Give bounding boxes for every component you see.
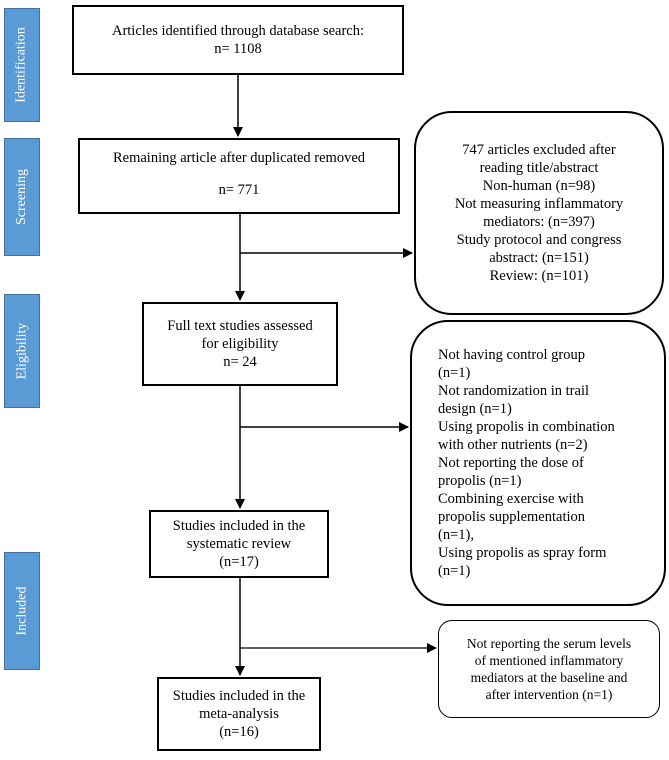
meta-exclusion-line-4: after intervention (n=1): [485, 687, 613, 702]
eligibility-exclusion-line-8: propolis (n=1): [438, 473, 522, 489]
eligibility-exclusion-line-7: Not reporting the dose of: [438, 455, 584, 471]
screening-exclusion-line-3: Non-human (n=98): [482, 178, 596, 194]
eligibility-exclusion-line-6: with other nutrients (n=2): [438, 437, 588, 453]
eligibility-exclusion-line-2: (n=1): [438, 365, 471, 381]
screening-exclusion-line-2: reading title/abstract: [479, 160, 599, 176]
fulltext-line-2: for eligibility: [201, 336, 279, 352]
remaining-box: Remaining article after duplicated remov…: [78, 138, 400, 214]
screening-exclusion-line-5: mediators: (n=397): [483, 214, 595, 230]
eligibility-exclusion-line-10: propolis supplementation: [438, 509, 585, 525]
phase-identification: Identification: [4, 8, 40, 122]
meta-exclusion-line-2: of mentioned inflammatory: [474, 653, 624, 668]
eligibility-exclusion-line-5: Using propolis in combination: [438, 419, 615, 435]
identified-count: n= 1108: [214, 41, 262, 57]
identified-line: Articles identified through database sea…: [111, 23, 365, 39]
meta-exclusion-line-3: mediators at the baseline and: [470, 670, 628, 685]
screening-exclusion-line-1: 747 articles excluded after: [462, 142, 616, 158]
meta-exclusion-line-1: Not reporting the serum levels: [466, 636, 632, 651]
eligibility-exclusion-line-9: Combining exercise with: [438, 491, 584, 507]
screening-exclusion-line-6: Study protocol and congress: [456, 232, 622, 248]
identified-box: Articles identified through database sea…: [72, 5, 404, 75]
screening-exclusion-line-7: abstract: (n=151): [489, 250, 589, 266]
eligibility-exclusion-line-13: (n=1): [438, 563, 471, 579]
eligibility-exclusion-line-3: Not randomization in trail: [438, 383, 590, 399]
eligibility-exclusion-box: Not having control group (n=1) Not rando…: [410, 320, 666, 606]
systematic-count: (n=17): [219, 554, 259, 570]
remaining-count: n= 771: [218, 182, 260, 198]
fulltext-box: Full text studies assessed for eligibili…: [142, 302, 338, 386]
eligibility-exclusion-line-1: Not having control group: [438, 347, 585, 363]
systematic-line-1: Studies included in the: [172, 518, 306, 534]
phase-screening: Screening: [4, 138, 40, 256]
screening-exclusion-line-4: Not measuring inflammatory: [454, 196, 624, 212]
screening-exclusion-box: 747 articles excluded after reading titl…: [414, 111, 664, 315]
eligibility-exclusion-line-11: (n=1),: [438, 527, 474, 543]
screening-exclusion-line-8: Review: (n=101): [489, 268, 589, 284]
systematic-box: Studies included in the systematic revie…: [149, 510, 329, 578]
systematic-line-2: systematic review: [186, 536, 292, 552]
meta-line-1: Studies included in the: [172, 688, 306, 704]
fulltext-line-1: Full text studies assessed: [167, 318, 313, 334]
meta-exclusion-box: Not reporting the serum levels of mentio…: [438, 620, 660, 718]
meta-box: Studies included in the meta-analysis (n…: [157, 677, 321, 751]
meta-count: (n=16): [219, 724, 259, 740]
remaining-line: Remaining article after duplicated remov…: [112, 150, 366, 166]
phase-eligibility: Eligibility: [4, 294, 40, 408]
meta-line-2: meta-analysis: [199, 706, 279, 722]
eligibility-exclusion-line-12: Using propolis as spray form: [438, 545, 607, 561]
phase-included: Included: [4, 552, 40, 670]
eligibility-exclusion-line-4: design (n=1): [438, 401, 512, 417]
fulltext-count: n= 24: [223, 354, 257, 370]
